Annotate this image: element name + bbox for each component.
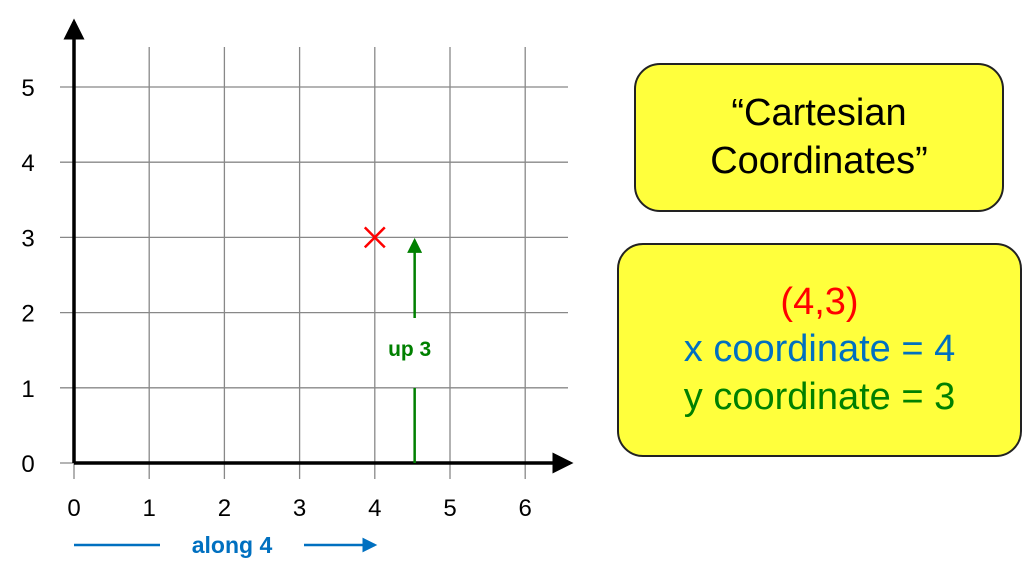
- point-marker-x: [363, 226, 386, 249]
- y-tick-label: 0: [21, 451, 34, 478]
- y-coordinate-label: y coordinate = 3: [683, 375, 956, 418]
- x-tick-label: 6: [519, 495, 532, 522]
- point-label: (4,3): [780, 280, 859, 323]
- info-box: (4,3) x coordinate = 4 y coordinate = 3: [617, 243, 1022, 457]
- y-tick-label: 3: [21, 225, 34, 252]
- x-tick-label: 1: [143, 495, 156, 522]
- y-tick-label: 2: [21, 301, 34, 328]
- title-line-2: Coordinates”: [710, 139, 928, 182]
- up-label: up 3: [388, 338, 431, 361]
- y-tick-label: 1: [21, 376, 34, 403]
- x-tick-label: 4: [368, 495, 381, 522]
- x-tick-label: 0: [67, 495, 80, 522]
- y-tick-label: 4: [21, 150, 34, 177]
- y-tick-label: 5: [21, 75, 34, 102]
- x-tick-label: 2: [218, 495, 231, 522]
- x-tick-label: 5: [443, 495, 456, 522]
- along-label: along 4: [192, 532, 273, 558]
- title-line-1: “Cartesian: [731, 92, 907, 134]
- x-tick-label: 3: [293, 495, 306, 522]
- title-box: “Cartesian Coordinates”: [634, 63, 1004, 212]
- x-coordinate-label: x coordinate = 4: [683, 328, 956, 371]
- coordinate-grid: 0 1 2 3 4 5 6 0 1 2 3 4 5 up 3 along 4: [21, 18, 574, 558]
